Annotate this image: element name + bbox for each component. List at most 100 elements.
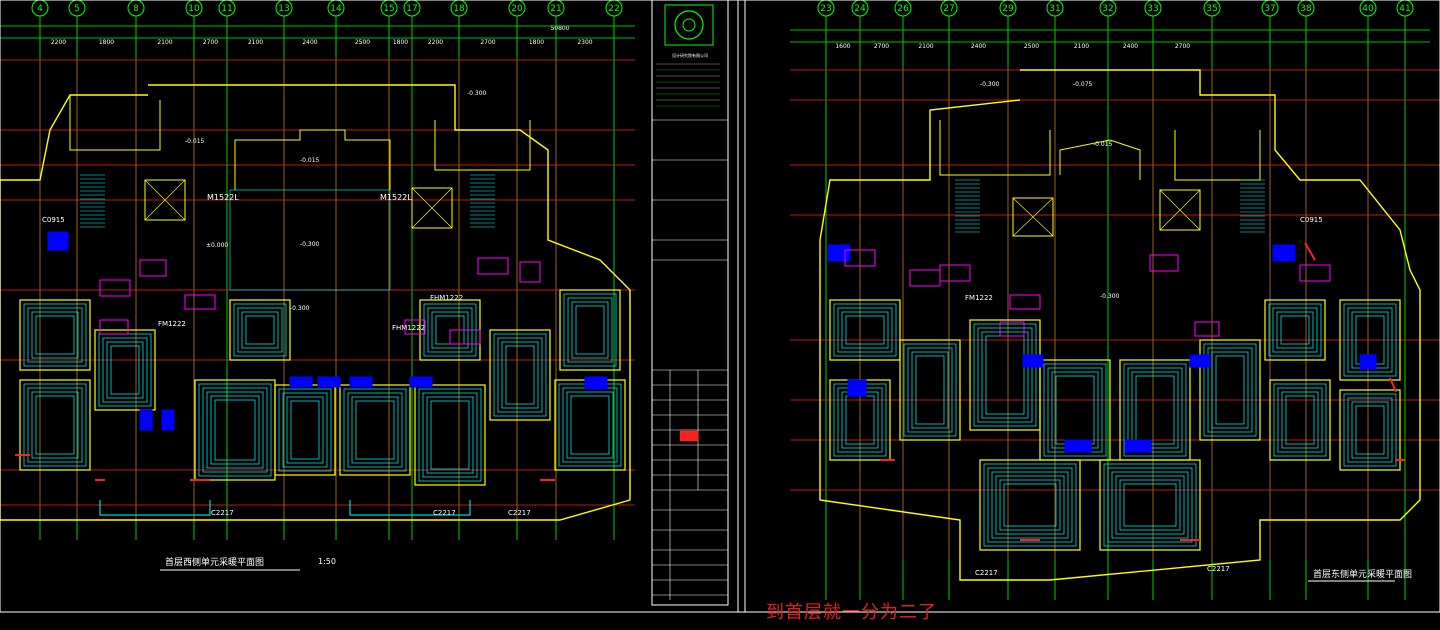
apartment-room — [829, 299, 901, 361]
heating-coil — [833, 303, 897, 357]
heating-coil — [351, 396, 399, 464]
heating-coil — [493, 333, 547, 417]
door-swing — [99, 279, 131, 297]
radiator-block — [349, 376, 373, 388]
elevator-left — [144, 179, 186, 221]
heating-coil — [422, 392, 478, 478]
axis-number: 41 — [1399, 4, 1410, 14]
apartment-room — [94, 329, 156, 411]
heating-coil — [1107, 467, 1193, 543]
pipe-riser — [1389, 377, 1397, 393]
heating-coil — [563, 293, 617, 367]
heating-coil — [1115, 475, 1185, 535]
heating-coil — [27, 307, 83, 363]
heating-coil — [1103, 463, 1197, 547]
door-swing — [449, 329, 481, 345]
logo-circle — [674, 10, 704, 40]
axis-number: 22 — [608, 4, 619, 14]
heating-coil — [102, 337, 148, 403]
elevation-tag: -0.015 — [300, 157, 320, 164]
elevation-tag: -0.015 — [185, 138, 205, 145]
heating-coil — [915, 355, 945, 425]
axis-number: 11 — [221, 4, 232, 14]
dim-text: 2100 — [157, 39, 172, 46]
left-floor-plan — [0, 84, 631, 521]
heating-coil — [1272, 307, 1318, 353]
stair-core-right — [434, 120, 531, 171]
door-swing — [1149, 254, 1179, 272]
elevator-x — [1012, 197, 1054, 237]
heating-coil — [497, 337, 543, 413]
heating-coil — [571, 301, 609, 359]
door-swing — [1299, 264, 1331, 282]
heating-coil — [202, 387, 268, 473]
dim-text: 2100 — [1074, 43, 1089, 50]
dim-text: 2700 — [203, 39, 218, 46]
heating-coil — [841, 311, 889, 349]
radiator-block — [317, 376, 341, 388]
apartment-room — [19, 379, 91, 471]
heating-coil — [999, 479, 1061, 531]
apartment-room — [1339, 299, 1401, 381]
axis-number: 29 — [1002, 4, 1014, 14]
door-swing — [939, 264, 971, 282]
heating-coil — [1347, 307, 1393, 373]
window-tag-c0915: C0915 — [42, 216, 65, 224]
radiator-block — [827, 244, 851, 262]
heating-coil — [1276, 311, 1314, 349]
door-swing — [519, 261, 541, 283]
elevation-tag: -0.075 — [1073, 81, 1093, 88]
dim-text: 1800 — [529, 39, 544, 46]
heating-coil — [1123, 483, 1177, 527]
right-floor-plan — [819, 69, 1421, 581]
pipe-riser — [1304, 242, 1316, 261]
heating-coil — [35, 315, 75, 355]
heating-coil — [245, 315, 275, 345]
axis-number: 40 — [1362, 4, 1374, 14]
heating-coil — [1203, 343, 1257, 437]
door-swing — [1009, 294, 1041, 310]
heating-coil — [991, 471, 1069, 539]
heating-coil — [23, 383, 87, 467]
heating-coil — [1211, 351, 1249, 429]
title-block-frame — [651, 0, 729, 606]
heating-coil — [214, 399, 256, 461]
heating-coil — [501, 341, 539, 409]
dim-text: 2700 — [874, 43, 889, 50]
apartment-room — [1269, 379, 1331, 461]
elevation-tag: -0.300 — [980, 81, 1000, 88]
heating-coil — [505, 345, 535, 405]
door-tag-fhm1222: FHM1222 — [430, 294, 463, 302]
axis-number: 21 — [550, 4, 561, 14]
window-tag-c2217: C2217 — [1207, 565, 1230, 573]
apartment-room — [414, 384, 486, 486]
axis-number: 15 — [383, 4, 394, 14]
logo-frame — [664, 4, 714, 46]
heating-coil — [27, 387, 83, 463]
apartment-room — [899, 339, 961, 441]
window-tag-c2217: C2217 — [975, 569, 998, 577]
heating-coil — [1111, 471, 1189, 539]
axis-number: 23 — [820, 4, 831, 14]
heating-coil — [987, 467, 1073, 543]
dim-text: 2700 — [1175, 43, 1190, 50]
heating-coil — [1281, 391, 1319, 449]
apartment-room — [1264, 299, 1326, 361]
apartment-room — [489, 329, 551, 421]
heating-coil — [198, 383, 272, 477]
dim-text: 1800 — [99, 39, 114, 46]
heating-coil — [1285, 395, 1315, 445]
axis-number: 31 — [1049, 4, 1060, 14]
apartment-room — [559, 289, 621, 371]
dim-text: 2200 — [428, 39, 443, 46]
elevator-right — [411, 187, 453, 229]
dim-text: 1600 — [835, 43, 850, 50]
door-swing — [99, 319, 129, 335]
door-swing — [184, 294, 216, 310]
door-tag-m1522: M1522L — [380, 193, 412, 202]
heating-coil — [23, 303, 87, 367]
radiator-block — [1124, 439, 1152, 453]
door-tag-m1522: M1522L — [207, 193, 239, 202]
heating-coil — [973, 323, 1037, 427]
window-tag-c2217: C2217 — [508, 509, 531, 517]
